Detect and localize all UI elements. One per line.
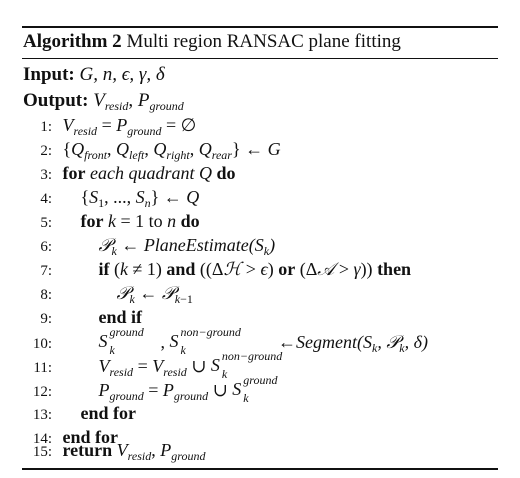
keyword-end-for: end for: [80, 403, 137, 423]
keyword-then: then: [377, 259, 412, 279]
line-code: if (k ≠ 1) and ((Δℋ > ϵ) or (Δ𝒜 > γ)) th…: [98, 259, 412, 280]
line-number: 2:: [40, 143, 52, 159]
keyword-and: and: [166, 259, 196, 279]
algorithm-line: 14: end for: [22, 427, 118, 451]
line-code: Vresid = Pground = ∅: [62, 115, 197, 138]
line-number: 14:: [32, 431, 52, 447]
superscript-ground: ground: [243, 373, 278, 387]
line-code: 𝒫k ← 𝒫k−1: [116, 283, 193, 306]
keyword-if: if: [98, 259, 110, 279]
line-code: end if: [63, 307, 143, 328]
line-number: 1:: [40, 119, 52, 135]
algorithm-caption: Algorithm 2 Multi region RANSAC plane fi…: [23, 31, 401, 53]
input-line: Input: G, n, ϵ, γ, δ: [23, 64, 165, 86]
line-number: 6:: [40, 239, 52, 255]
line-number: 13:: [32, 407, 52, 423]
line-number: 15:: [32, 444, 52, 460]
algorithm-line: 5: for k = 1 to n do: [22, 211, 200, 235]
line-code: {Qfront, Qleft, Qright, Qrear} ← G: [62, 139, 281, 162]
line-number: 5:: [40, 215, 52, 231]
function-name: Segment: [296, 332, 357, 352]
line-number: 3:: [40, 167, 52, 183]
line-number: 9:: [40, 311, 52, 327]
algorithm-line: 7: if (k ≠ 1) and ((Δℋ > ϵ) or (Δ𝒜 > γ))…: [22, 259, 411, 283]
bottom-rule: [22, 468, 498, 470]
line-code: return Vresid, Pground: [62, 440, 206, 463]
line-code: for each quadrant Q do: [63, 163, 236, 184]
algorithm-line: 3: for each quadrant Q do: [22, 163, 235, 187]
top-rule: [22, 26, 498, 28]
keyword-end-if: end if: [98, 307, 143, 327]
line-number: 12:: [32, 384, 52, 400]
line-number: 8:: [40, 287, 52, 303]
line-code: for k = 1 to n do: [80, 211, 200, 231]
algorithm-line: 1: Vresid = Pground = ∅: [22, 115, 196, 139]
keyword-or: or: [278, 259, 296, 279]
algorithm-line: 2: {Qfront, Qleft, Qright, Qrear} ← G: [22, 139, 281, 163]
line-code: 𝒫k ← PlaneEstimate(Sk): [98, 235, 276, 258]
line-code: {S1, ..., Sn} ← Q: [80, 187, 200, 210]
caption-rule: [22, 58, 498, 59]
line-number: 11:: [33, 360, 52, 376]
function-name: PlaneEstimate: [143, 235, 249, 255]
algorithm-title: Multi region RANSAC plane fitting: [126, 31, 401, 52]
output-line: Output: Vresid, Pground: [23, 90, 184, 112]
superscript-non-ground: non−ground: [180, 325, 241, 339]
loop-var: Q: [198, 163, 212, 183]
input-vars: G, n, ϵ, γ, δ: [79, 64, 165, 85]
algorithm-line: 4: {S1, ..., Sn} ← Q: [22, 187, 199, 211]
keyword-to: to: [148, 211, 163, 231]
keyword-for: for: [62, 163, 86, 183]
line-number: 7:: [40, 263, 52, 279]
algorithm-label: Algorithm 2: [23, 31, 122, 52]
keyword-end-for: end for: [62, 427, 119, 447]
keyword-do: do: [180, 211, 200, 231]
algorithm-line: 9: end if: [22, 307, 142, 331]
keyword-for: for: [80, 211, 104, 231]
algorithm-line: 15: return Vresid, Pground: [22, 440, 206, 464]
output-vars: Vresid, Pground: [93, 90, 184, 113]
algorithm-line: 6: 𝒫k ← PlaneEstimate(Sk): [22, 235, 275, 259]
keyword-do: do: [216, 163, 236, 183]
superscript-ground: ground: [109, 325, 144, 339]
line-number: 4:: [40, 191, 52, 207]
line-code: end for: [63, 403, 137, 424]
algorithm-line: 13: end for: [22, 403, 136, 427]
line-code: end for: [63, 427, 119, 448]
output-label: Output:: [23, 90, 89, 111]
input-label: Input:: [23, 64, 75, 85]
line-number: 10:: [32, 336, 52, 352]
superscript-non-ground: non−ground: [221, 349, 283, 363]
keyword-return: return: [62, 440, 113, 460]
loop-text: each quadrant: [89, 163, 195, 183]
algorithm-line: 8: 𝒫k ← 𝒫k−1: [22, 283, 193, 307]
